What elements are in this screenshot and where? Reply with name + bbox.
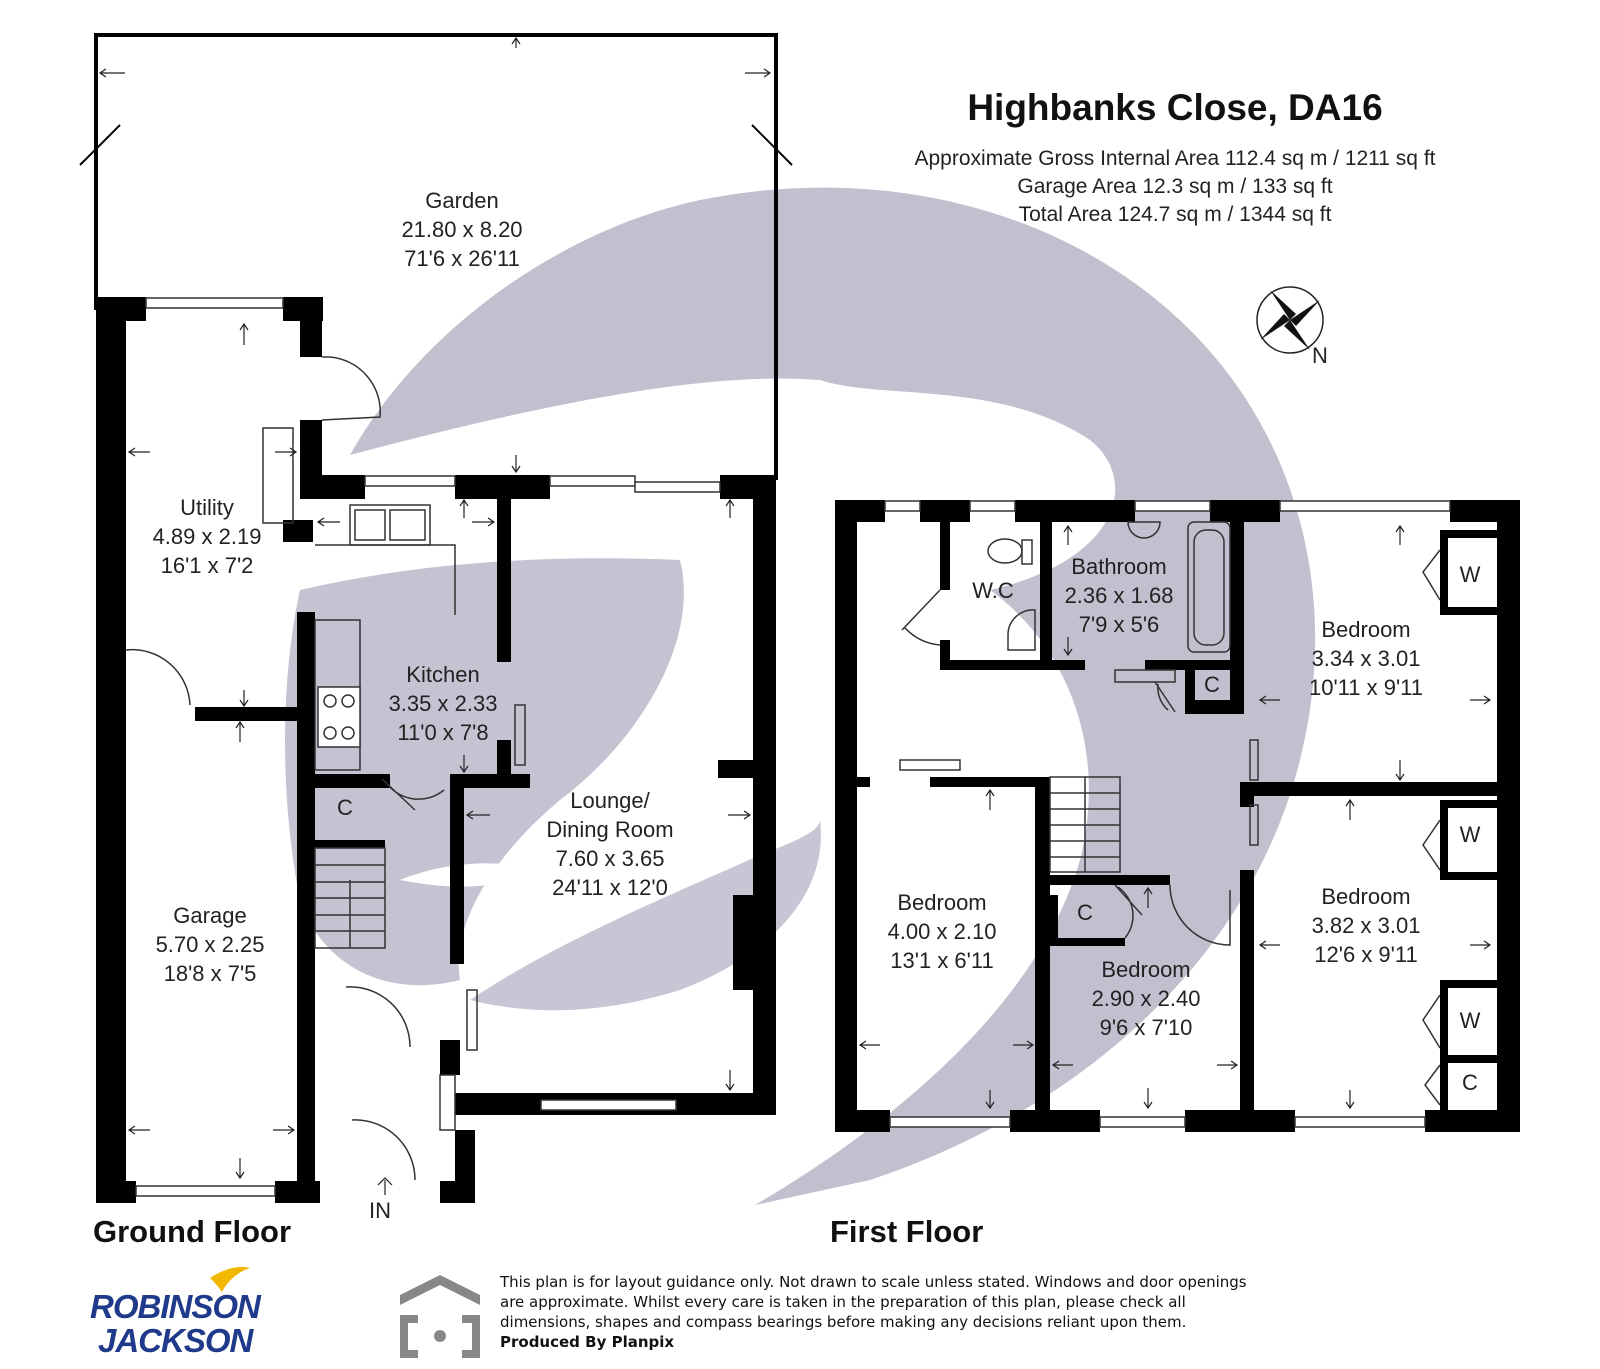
room-bedroom-ne-name: Bedroom	[1321, 617, 1410, 642]
room-bedroom-s-imperial: 9'6 x 7'10	[1100, 1015, 1193, 1040]
room-bedroom-ne-metric: 3.34 x 3.01	[1312, 646, 1421, 671]
ground-floor-plan	[79, 33, 793, 1203]
toilet-icon	[987, 538, 1033, 565]
room-garage-name: Garage	[173, 903, 246, 928]
disclaimer-line-1: This plan is for layout guidance only. N…	[500, 1273, 1247, 1291]
area-garage: Garage Area 12.3 sq m / 133 sq ft	[1017, 175, 1332, 198]
room-utility-imperial: 16'1 x 7'2	[161, 553, 254, 578]
room-garage-metric: 5.70 x 2.25	[156, 932, 265, 957]
room-bedroom-se-metric: 3.82 x 3.01	[1312, 913, 1421, 938]
room-bedroom-s-metric: 2.90 x 2.40	[1092, 986, 1201, 1011]
room-kitchen-name: Kitchen	[406, 662, 479, 687]
room-wc-name: W.C	[972, 578, 1014, 603]
sink-icon	[349, 504, 431, 546]
room-bathroom-name: Bathroom	[1071, 554, 1166, 579]
room-bedroom-se-imperial: 12'6 x 9'11	[1314, 942, 1417, 967]
room-lounge-name-2: Dining Room	[546, 817, 673, 842]
room-utility-metric: 4.89 x 2.19	[153, 524, 262, 549]
room-garage-imperial: 18'8 x 7'5	[164, 961, 257, 986]
room-bedroom-se-name: Bedroom	[1321, 884, 1410, 909]
room-bedroom-w-metric: 4.00 x 2.10	[888, 919, 997, 944]
page-title: Highbanks Close, DA16	[967, 87, 1382, 128]
room-bedroom-s-name: Bedroom	[1101, 957, 1190, 982]
logo-line-1: ROBINSON	[90, 1288, 261, 1325]
disclaimer-line-2: are approximate. Whilst every care is ta…	[500, 1293, 1186, 1311]
disclaimer: This plan is for layout guidance only. N…	[500, 1272, 1300, 1352]
cupboard-bedroom-s: C	[1077, 900, 1093, 925]
ground-floor-label: Ground Floor	[93, 1214, 291, 1249]
wardrobe-se-2: W	[1460, 1008, 1481, 1033]
room-kitchen-imperial: 11'0 x 7'8	[397, 720, 488, 745]
wardrobe-se-1: W	[1460, 822, 1481, 847]
robinson-jackson-logo: ROBINSON JACKSON	[90, 1288, 261, 1359]
cupboard-landing: C	[1204, 672, 1220, 697]
area-total: Total Area 124.7 sq m / 1344 sq ft	[1019, 203, 1332, 226]
room-lounge-name-1: Lounge/	[570, 788, 650, 813]
compass-north-label: N	[1312, 343, 1328, 368]
room-bedroom-w-imperial: 13'1 x 6'11	[890, 948, 993, 973]
cupboard-bedroom-se: C	[1462, 1070, 1478, 1095]
room-ground-cupboard: C	[337, 795, 353, 820]
room-garden-imperial: 71'6 x 26'11	[404, 246, 520, 271]
entrance-label: IN	[369, 1198, 391, 1223]
area-gross-internal: Approximate Gross Internal Area 112.4 sq…	[915, 147, 1436, 170]
bath-icon	[1187, 521, 1231, 653]
room-bathroom-imperial: 7'9 x 5'6	[1079, 612, 1160, 637]
first-floor-label: First Floor	[830, 1214, 983, 1249]
room-lounge-imperial: 24'11 x 12'0	[552, 875, 668, 900]
room-garden-metric: 21.80 x 8.20	[401, 217, 522, 242]
produced-by: Produced By Planpix	[500, 1333, 675, 1351]
hob-icon	[317, 686, 361, 748]
room-kitchen-metric: 3.35 x 2.33	[389, 691, 498, 716]
planpix-logo-icon	[400, 1275, 480, 1358]
room-lounge-metric: 7.60 x 3.65	[556, 846, 665, 871]
first-floor-plan	[835, 500, 1520, 1132]
room-bathroom-metric: 2.36 x 1.68	[1065, 583, 1174, 608]
room-garden-name: Garden	[425, 188, 498, 213]
logo-bird-icon	[210, 1266, 250, 1292]
disclaimer-line-3: dimensions, shapes and compass bearings …	[500, 1313, 1187, 1331]
room-bedroom-w-name: Bedroom	[897, 890, 986, 915]
room-utility-name: Utility	[180, 495, 234, 520]
logo-line-2: JACKSON	[98, 1322, 253, 1359]
compass-icon	[1256, 286, 1324, 354]
wardrobe-ne: W	[1460, 562, 1481, 587]
basin-icon	[1007, 521, 1161, 651]
room-bedroom-ne-imperial: 10'11 x 9'11	[1309, 675, 1423, 700]
